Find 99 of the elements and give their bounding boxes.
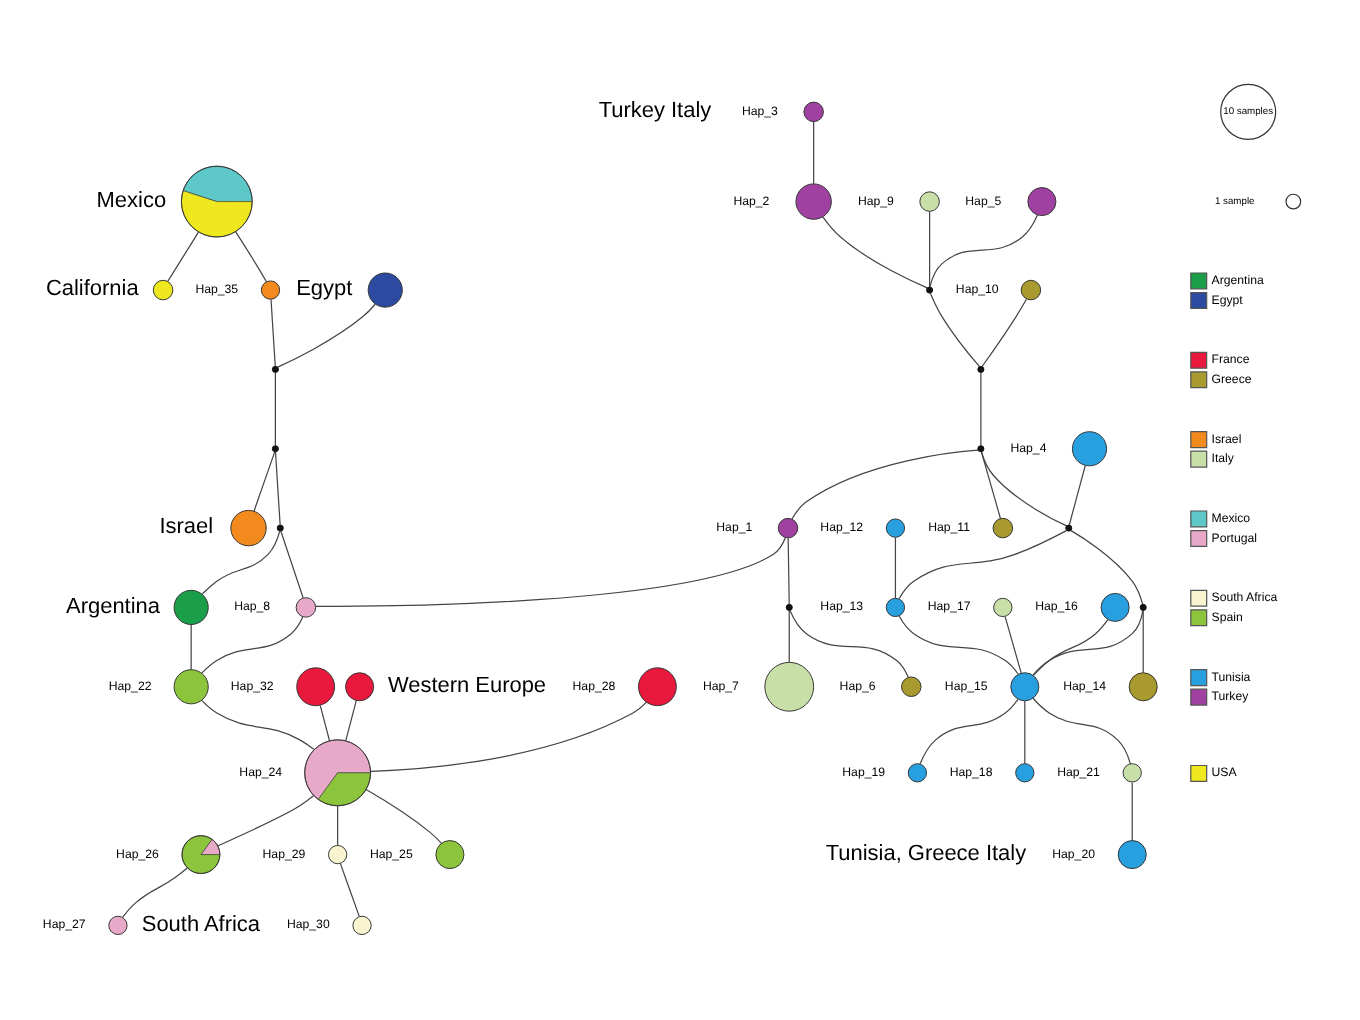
node-circle — [1122, 762, 1142, 782]
node-circle — [919, 190, 940, 211]
connector — [1032, 609, 1144, 675]
connector — [1033, 618, 1109, 675]
connector — [791, 448, 979, 519]
node-circle — [1027, 186, 1057, 216]
node-circle — [1071, 430, 1108, 466]
connector — [253, 450, 276, 511]
connector — [1068, 463, 1086, 525]
connector — [122, 866, 188, 917]
node-circle — [901, 675, 922, 696]
node-circle — [785, 602, 793, 610]
connector — [339, 862, 360, 916]
label: Western Europe — [387, 673, 547, 698]
connector — [217, 794, 315, 846]
connector — [929, 209, 931, 287]
node-circle — [1010, 671, 1040, 701]
connector — [235, 230, 268, 282]
node-circle — [152, 278, 174, 300]
node-circle — [328, 843, 348, 864]
node-circle — [260, 279, 281, 299]
connector — [365, 787, 442, 843]
connector — [787, 536, 790, 604]
connector — [190, 622, 192, 670]
node-circle — [885, 517, 906, 537]
connector — [1004, 615, 1022, 673]
connector — [894, 535, 897, 598]
node-circle — [1117, 839, 1147, 869]
label: Egypt — [296, 276, 353, 301]
node-circle — [352, 914, 372, 935]
node-circle — [977, 444, 985, 452]
node-circle — [795, 182, 832, 219]
node-circle — [345, 671, 375, 701]
connector — [981, 297, 1028, 366]
connector — [280, 529, 304, 598]
node-circle — [271, 444, 279, 452]
node-circle — [1015, 762, 1035, 782]
connector — [270, 297, 276, 366]
connector — [822, 215, 928, 288]
label: Mexico — [96, 187, 167, 212]
connector — [1032, 696, 1131, 764]
node-circle — [1020, 278, 1042, 300]
connector — [370, 700, 647, 771]
connector — [167, 230, 199, 281]
node-circle — [1128, 671, 1158, 701]
connector — [1070, 529, 1144, 604]
node-circle — [1100, 591, 1130, 621]
node-circle — [764, 660, 815, 711]
node-circle — [230, 508, 267, 546]
node-circle — [926, 285, 934, 293]
label: Tunisia, Greece Italy — [825, 840, 1027, 865]
connector — [1024, 699, 1026, 764]
node-circle — [108, 914, 128, 935]
node-circle — [271, 364, 279, 372]
node-circle — [276, 523, 284, 531]
node-circle — [295, 596, 317, 617]
connector — [813, 120, 815, 184]
connector — [337, 804, 339, 845]
connector — [201, 529, 281, 594]
label: South Africa — [141, 911, 261, 936]
connector — [929, 213, 1039, 287]
node-circle — [435, 839, 465, 869]
connector — [319, 703, 331, 741]
node-circle — [638, 666, 677, 706]
node-circle — [885, 596, 906, 617]
label: Argentina — [66, 593, 161, 618]
connector — [980, 450, 1068, 526]
label: California — [45, 276, 139, 301]
connector — [929, 291, 981, 367]
node-circle — [1065, 523, 1073, 531]
connector — [788, 608, 790, 662]
connector — [274, 370, 276, 446]
connector — [1142, 608, 1144, 673]
connector — [315, 536, 786, 606]
connector — [277, 302, 376, 367]
connector — [201, 698, 315, 749]
connector — [980, 370, 982, 446]
node-circle — [993, 596, 1013, 617]
node-circle — [992, 516, 1014, 538]
node-circle — [977, 364, 985, 372]
label: Turkey Italy — [598, 98, 712, 123]
connector — [274, 450, 281, 525]
node-circle — [777, 516, 799, 538]
node-circle — [296, 666, 336, 706]
connector — [1131, 780, 1133, 841]
connector — [201, 615, 304, 673]
node-circle — [907, 762, 928, 782]
label: Israel — [159, 514, 214, 539]
connector — [345, 699, 357, 741]
connector — [789, 609, 909, 677]
connector — [898, 614, 1019, 674]
connector — [980, 450, 1002, 519]
node-circle — [173, 588, 209, 624]
node-circle — [1139, 602, 1147, 610]
connector — [919, 697, 1019, 764]
node-circle — [173, 668, 209, 704]
node-circle — [803, 100, 824, 122]
node-circle — [367, 271, 403, 307]
connector — [898, 529, 1067, 599]
